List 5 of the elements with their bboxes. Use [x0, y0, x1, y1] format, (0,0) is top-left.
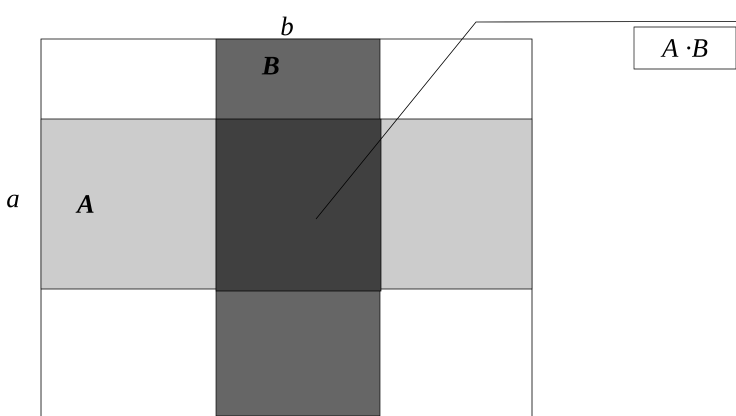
leader-line: [316, 21, 736, 220]
overlap-square: [216, 118, 382, 292]
dimension-label: a: [7, 194, 19, 208]
dimension-label: b: [281, 16, 293, 36]
callout-box: A ·B: [634, 26, 736, 70]
